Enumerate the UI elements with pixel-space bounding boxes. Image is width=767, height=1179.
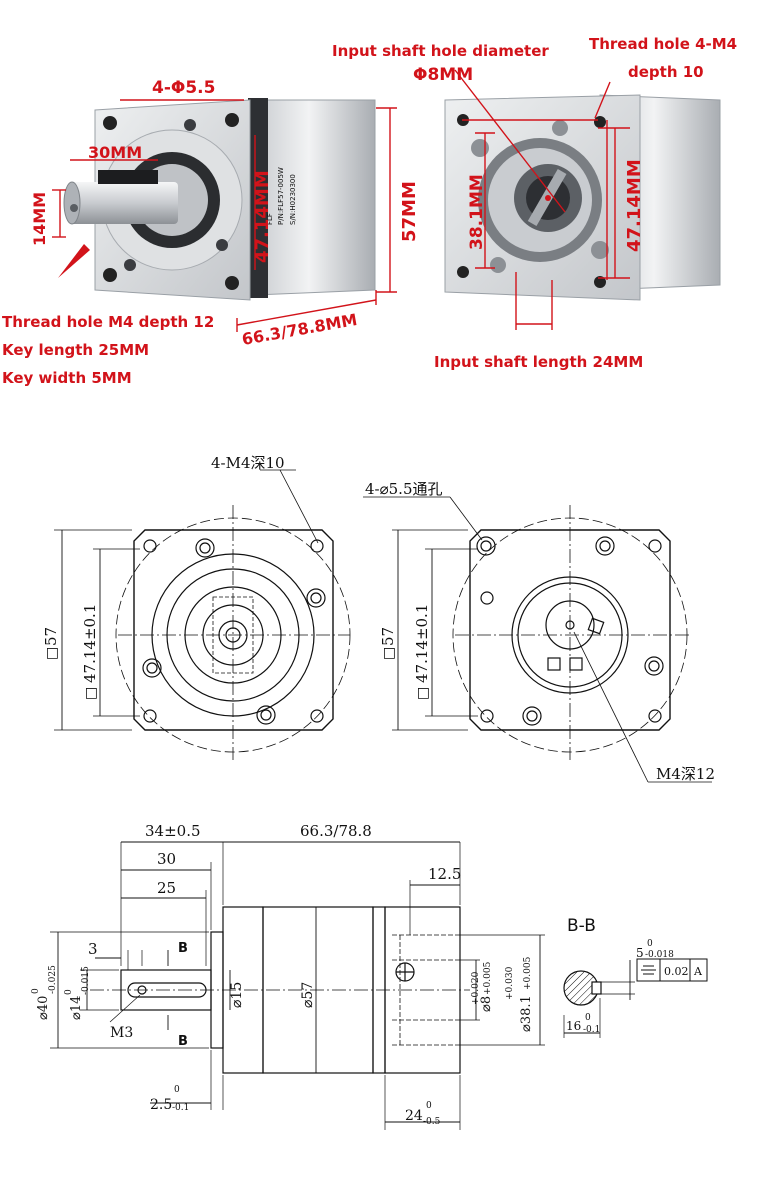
key-width-dim: 5 bbox=[636, 946, 644, 960]
dim-24: 24 bbox=[405, 1108, 423, 1124]
shaft-od-tol-bot: -0.025 bbox=[48, 965, 58, 994]
front-view-input bbox=[363, 496, 712, 783]
key-depth-tol-top: 0 bbox=[585, 1013, 591, 1023]
thread-hole-title: Thread hole 4-M4 bbox=[589, 35, 737, 53]
flange-dia-dim: ⌀15 bbox=[229, 982, 245, 1008]
note-key-length: Key length 25MM bbox=[2, 341, 149, 359]
dim-2-5: 2.5 bbox=[150, 1097, 172, 1113]
key-depth-dim: 16 bbox=[566, 1019, 581, 1033]
input-shaft-length: Input shaft length 24MM bbox=[434, 353, 643, 371]
serial-number-text: S/N:H0230300 bbox=[289, 174, 297, 225]
shaft-od-dim: ⌀40 bbox=[36, 996, 51, 1020]
body-dia-dim: ⌀57 bbox=[300, 982, 316, 1008]
section-bb-view bbox=[563, 958, 708, 1038]
tolerance-value: 0.02 bbox=[664, 965, 689, 978]
product-number-text: P/N:FLF57-005W bbox=[277, 167, 285, 225]
front-left-callout: 4-M4深10 bbox=[211, 454, 285, 472]
bore8-tol-bot: +0.005 bbox=[483, 961, 493, 995]
length-dim: 66.3/78.8MM bbox=[240, 310, 358, 349]
key-depth-tol-bot: -0.1 bbox=[583, 1025, 600, 1035]
thread-hole-depth: depth 10 bbox=[628, 63, 704, 81]
bore8-tol-top: +0.020 bbox=[471, 971, 481, 1005]
thread-m3: M3 bbox=[110, 1025, 133, 1041]
dim-2-5-tol-bot: -0.1 bbox=[172, 1103, 189, 1113]
dim-2-5-tol-top: 0 bbox=[174, 1085, 180, 1095]
shaft-dia-tol-bot: -0.015 bbox=[81, 966, 91, 995]
input-hole-value: Φ8MM bbox=[413, 65, 473, 85]
shaft-dia-dim: ⌀14 bbox=[69, 996, 84, 1020]
note-thread-hole: Thread hole M4 depth 12 bbox=[2, 313, 214, 331]
dim-24-tol-bot: -0.5 bbox=[423, 1117, 441, 1127]
section-mark-bottom: B bbox=[178, 1034, 188, 1049]
bore-dim: 38.1MM bbox=[467, 174, 487, 250]
datum-letter: A bbox=[693, 965, 703, 978]
shaft-key bbox=[98, 170, 158, 184]
front-left-square-dim: 57 bbox=[42, 627, 60, 646]
front-right-thread-callout: M4深12 bbox=[656, 765, 715, 783]
pcd-dim-left: 47.14MM bbox=[252, 170, 273, 263]
front-view-output bbox=[54, 469, 351, 760]
shaft-od-tol-top: 0 bbox=[31, 988, 41, 994]
section-mark-top: B bbox=[178, 941, 188, 956]
dim-24-tol-top: 0 bbox=[426, 1101, 432, 1111]
arrow-icon bbox=[58, 244, 90, 278]
bore38-tol-top: +0.030 bbox=[505, 966, 515, 1000]
front-right-square-dim: 57 bbox=[379, 627, 397, 646]
key-width-tol-top: 0 bbox=[647, 939, 653, 949]
brand-text: FLF bbox=[266, 213, 274, 225]
front-left-pcd-dim: 47.14±0.1 bbox=[81, 604, 99, 683]
shaft-dia-tol-top: 0 bbox=[64, 989, 74, 995]
bore38-tol-bot: +0.005 bbox=[523, 956, 533, 990]
dim-34: 34±0.5 bbox=[145, 822, 201, 840]
dim-length: 66.3/78.8 bbox=[300, 822, 372, 840]
bolt-hole-label: 4-Φ5.5 bbox=[152, 78, 215, 98]
bore38-dim: ⌀38.1 bbox=[519, 995, 534, 1032]
pcd-dim-right: 47.14MM bbox=[624, 159, 645, 252]
dim-25: 25 bbox=[157, 879, 176, 897]
photo-left-gearbox: P/N:FLF57-005W S/N:H0230300 FLF bbox=[63, 98, 376, 301]
front-right-callout: 4-⌀5.5通孔 bbox=[365, 480, 443, 498]
shaft-dia-dim: 14MM bbox=[30, 192, 49, 246]
bore8-dim: ⌀8 bbox=[479, 996, 494, 1012]
dim-12-5: 12.5 bbox=[428, 865, 461, 883]
front-right-pcd-dim: 47.14±0.1 bbox=[413, 604, 431, 683]
key-length-dim: 30MM bbox=[88, 143, 142, 162]
section-title: B-B bbox=[567, 916, 596, 936]
dim-3: 3 bbox=[88, 940, 98, 958]
front-right-square-symbol: □ bbox=[381, 647, 397, 660]
square-dim: 57MM bbox=[399, 181, 420, 242]
input-hole-title: Input shaft hole diameter bbox=[332, 42, 549, 60]
front-left-square-symbol: □ bbox=[44, 647, 60, 660]
dim-30: 30 bbox=[157, 850, 176, 868]
side-view bbox=[50, 841, 545, 1130]
front-right-pcd-symbol: □ bbox=[415, 687, 431, 700]
photo-right-gearbox bbox=[444, 94, 721, 301]
key-width-tol-bot: -0.018 bbox=[645, 950, 674, 960]
note-key-width: Key width 5MM bbox=[2, 369, 132, 387]
front-left-pcd-symbol: □ bbox=[83, 687, 99, 700]
output-shaft bbox=[68, 182, 178, 224]
